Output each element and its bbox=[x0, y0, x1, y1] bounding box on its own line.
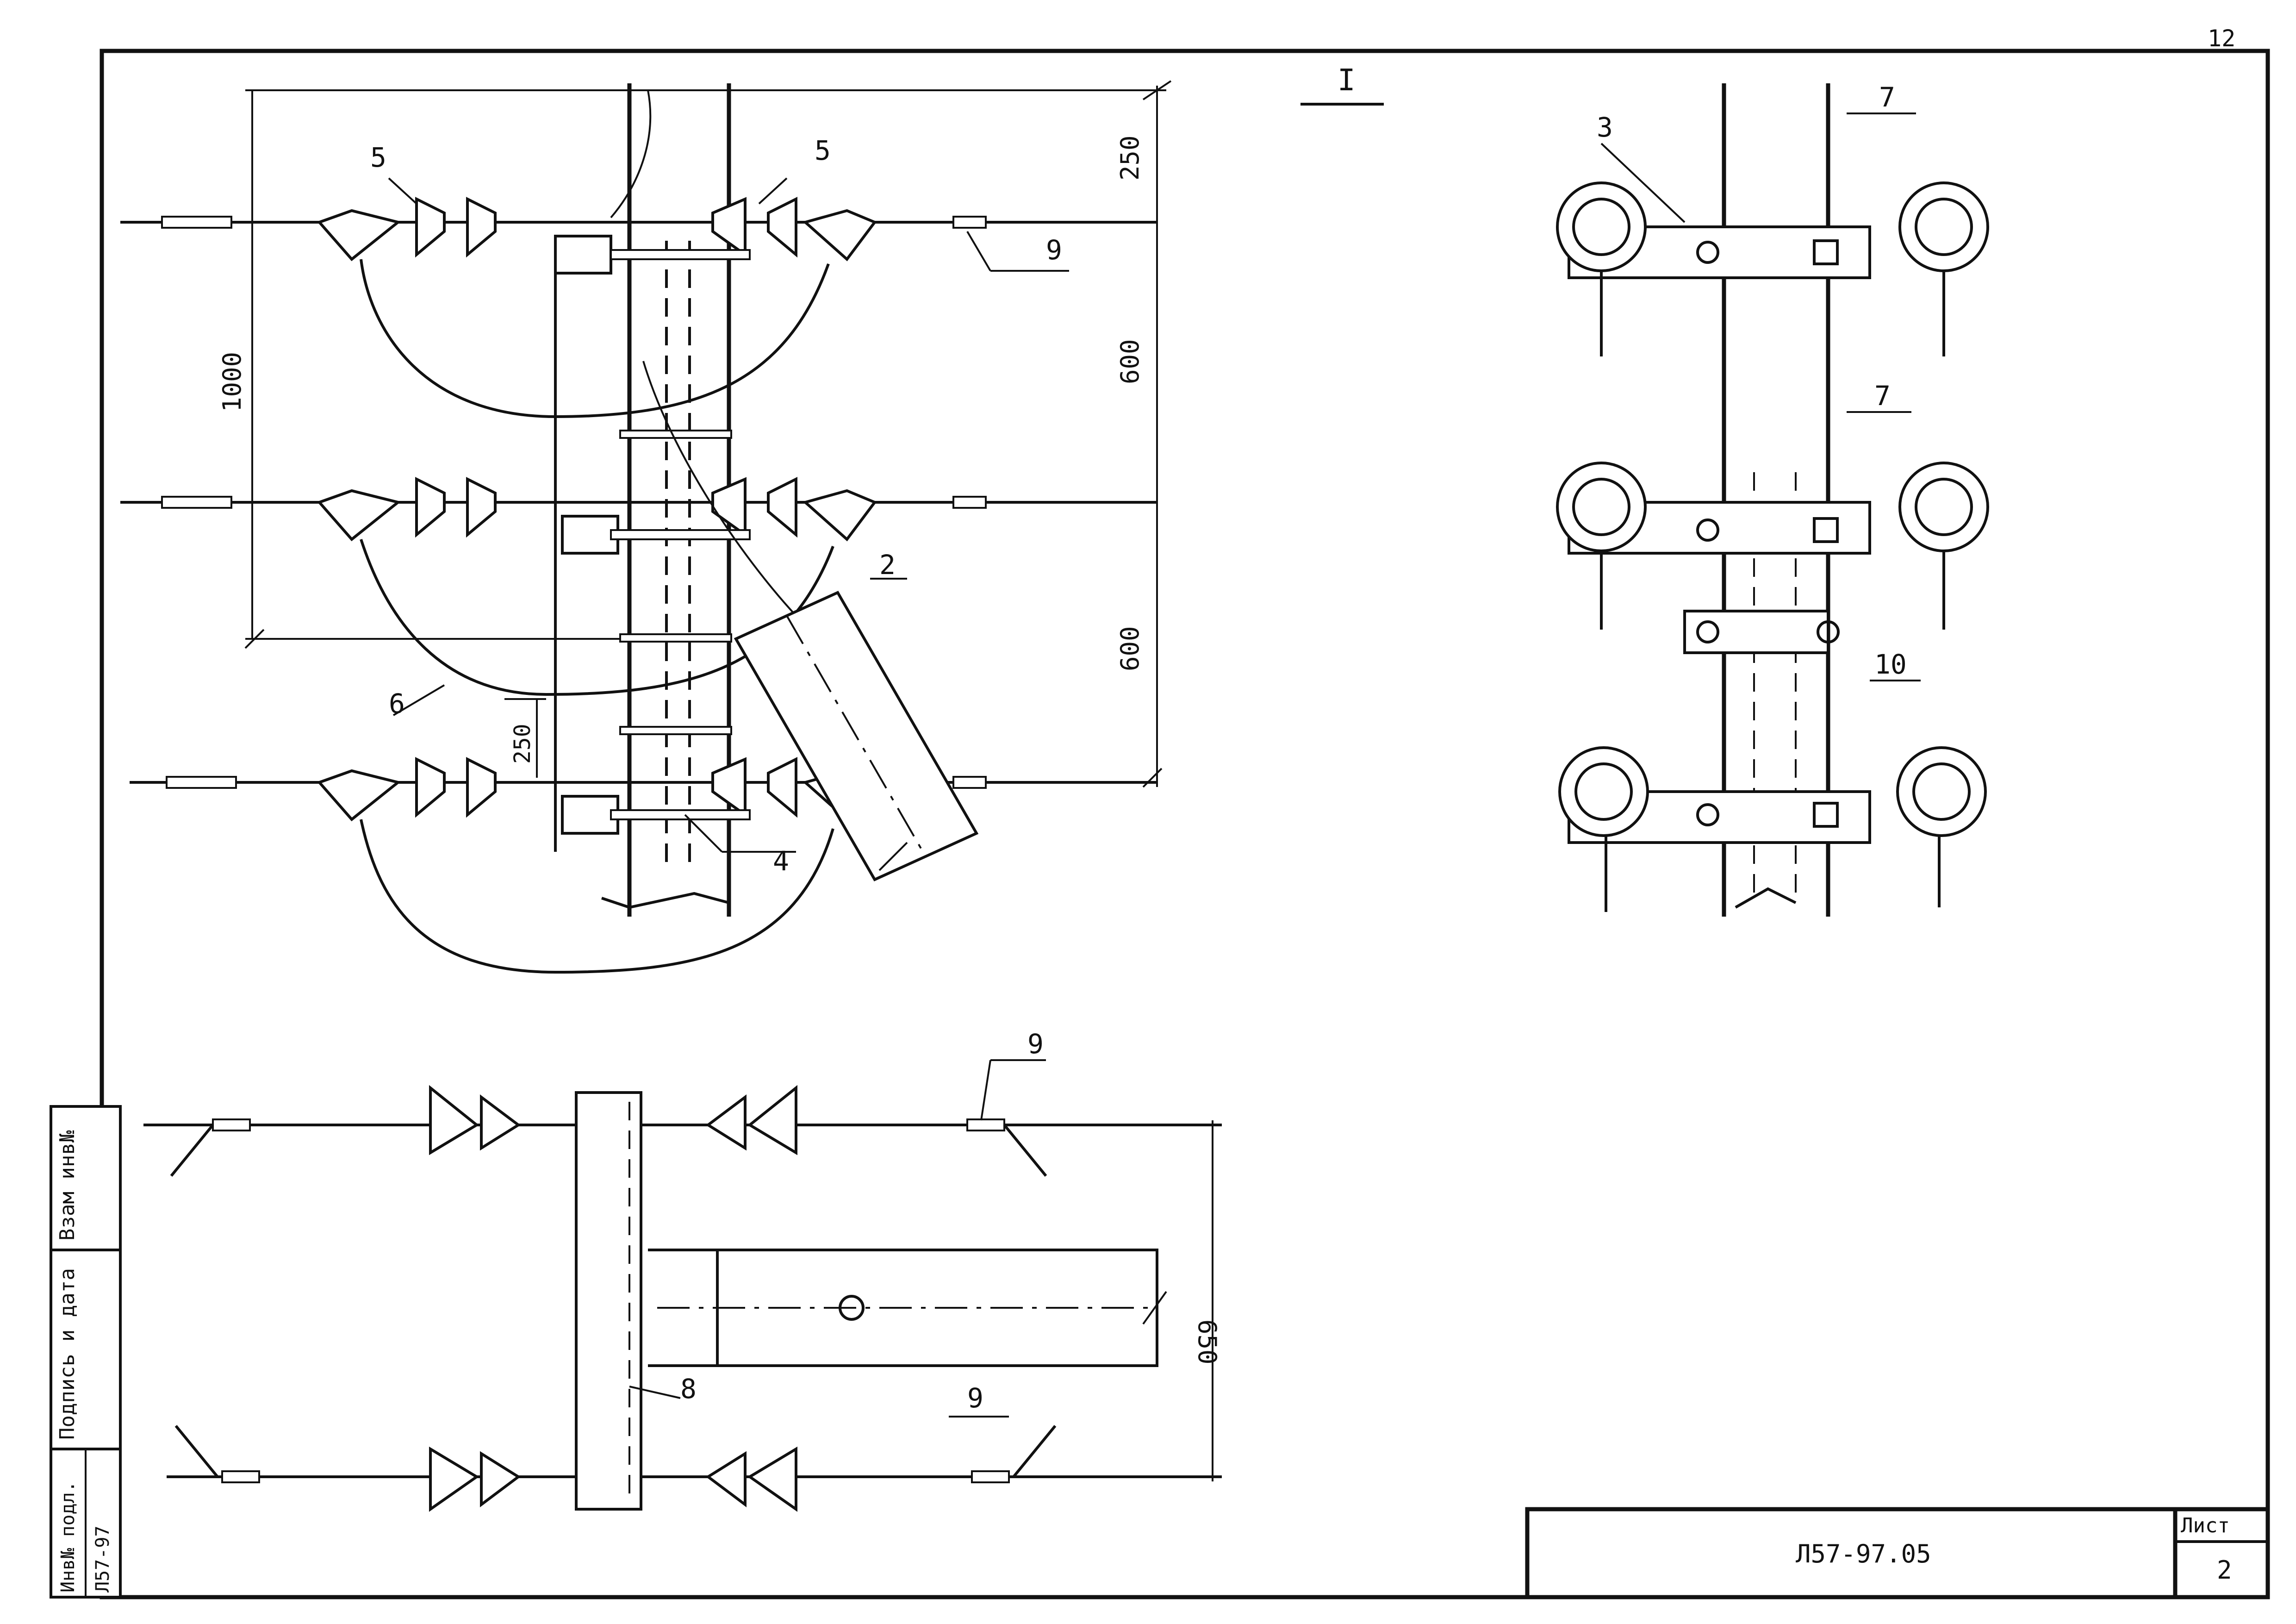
insulator-string-row-1 bbox=[317, 197, 877, 262]
insulator-strings bbox=[317, 197, 877, 822]
label-position-9c: 9 bbox=[967, 1382, 983, 1414]
position-leaders-plan bbox=[629, 1059, 1046, 1418]
document-code: Л57-97.05 bbox=[1796, 1539, 1931, 1568]
pole bbox=[554, 83, 731, 917]
side-view-assembly: 3 7 7 10 bbox=[1556, 81, 1989, 917]
label-position-6: 6 bbox=[389, 688, 405, 719]
dimension-lines bbox=[244, 80, 1172, 788]
plan-crossarm-post bbox=[575, 1091, 1167, 1511]
dimension-600-lower: 600 bbox=[1115, 626, 1145, 671]
label-position-9b: 9 bbox=[1027, 1028, 1044, 1060]
front-view-assembly: 5 5 9 2 6 4 1000 250 600 600 250 bbox=[120, 80, 1172, 974]
sheet-frame bbox=[100, 49, 2270, 1599]
conductors bbox=[120, 216, 1157, 789]
sheet-number: 2 bbox=[2217, 1555, 2232, 1585]
sheet-label: Лист bbox=[2181, 1514, 2230, 1537]
inclined-crossarm bbox=[734, 591, 979, 881]
pin-insulators bbox=[1556, 181, 1989, 912]
label-position-3: 3 bbox=[1597, 112, 1613, 143]
label-position-10: 10 bbox=[1874, 649, 1907, 680]
label-position-5b: 5 bbox=[815, 135, 831, 166]
label-position-7a: 7 bbox=[1879, 81, 1895, 113]
stamp-cell-replace-inv: Взам инв№ bbox=[56, 1130, 79, 1241]
view-label: I bbox=[1300, 63, 1384, 106]
label-position-8: 8 bbox=[680, 1373, 697, 1405]
label-position-2: 2 bbox=[879, 549, 896, 581]
plan-insulators bbox=[170, 1085, 1057, 1512]
plan-view-assembly: 9 8 9 650 bbox=[143, 1028, 1222, 1512]
page-corner-mark: 12 bbox=[2208, 25, 2235, 52]
view-label-text: I bbox=[1338, 63, 1356, 98]
title-block: Л57-97.05 Лист 2 bbox=[1525, 1507, 2270, 1599]
dimension-650: 650 bbox=[1193, 1319, 1222, 1365]
stamp-cell-original-inv: Инв№ подл. bbox=[57, 1481, 79, 1593]
position-leaders-side bbox=[1600, 112, 1921, 681]
insulator-string-row-2 bbox=[317, 477, 877, 542]
side-stamp: Взам инв№ Подпись и дата Инв№ подл. Л57-… bbox=[50, 1105, 122, 1599]
pole-brackets bbox=[554, 235, 751, 835]
label-position-5a: 5 bbox=[370, 142, 386, 173]
label-position-4: 4 bbox=[773, 845, 789, 877]
dimension-250-small: 250 bbox=[510, 724, 535, 764]
stamp-inv-number: Л57-97 bbox=[92, 1526, 113, 1593]
stamp-cell-signature-date: Подпись и дата bbox=[56, 1268, 79, 1440]
label-position-9a: 9 bbox=[1046, 234, 1062, 266]
dimension-250-top: 250 bbox=[1115, 135, 1145, 181]
label-position-7b: 7 bbox=[1874, 380, 1891, 412]
position-leaders-front bbox=[388, 177, 1069, 853]
dimension-1000: 1000 bbox=[218, 352, 247, 412]
bolts bbox=[1696, 239, 1840, 828]
dimension-600-upper: 600 bbox=[1115, 339, 1145, 384]
